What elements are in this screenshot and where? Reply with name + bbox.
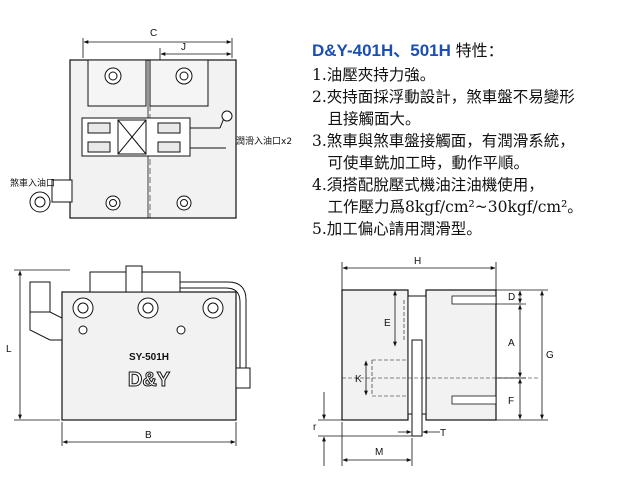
feature-line: 3.煞車與煞車盤接觸面，有潤滑系統， bbox=[312, 132, 575, 150]
feature-line: 4.須搭配脫壓式機油注油機使用， bbox=[312, 176, 544, 194]
dim-l-label: L bbox=[6, 344, 12, 355]
dim-d-label: D bbox=[508, 292, 515, 303]
dim-h-label: H bbox=[414, 256, 421, 267]
dim-k-label: K bbox=[355, 374, 362, 385]
dim-b-label: B bbox=[145, 430, 152, 441]
dim-e-label: E bbox=[384, 318, 391, 329]
dim-g-label: G bbox=[546, 350, 554, 361]
brake-inlet-label: 煞車入油口 bbox=[10, 177, 55, 189]
dim-r-label: r bbox=[313, 422, 317, 433]
top-view: C J bbox=[10, 28, 292, 219]
features-heading: 特性： bbox=[455, 41, 504, 60]
model-name: D&Y-401H、501H bbox=[312, 41, 451, 60]
dim-t-label: T bbox=[440, 428, 446, 439]
dim-a-label: A bbox=[508, 338, 515, 349]
dim-j-label: J bbox=[181, 42, 186, 53]
feature-line: 1.油壓夾持力強。 bbox=[312, 66, 436, 84]
feature-line: 工作壓力爲8kgf/cm²~30kgf/cm²。 bbox=[312, 198, 583, 216]
feature-line: 且接觸面大。 bbox=[312, 110, 421, 128]
dim-c-label: C bbox=[150, 28, 157, 39]
feature-line: 2.夾持面採浮動設計，煞車盤不易變形 bbox=[312, 88, 575, 106]
side-view: H E K D A F bbox=[313, 256, 554, 466]
dim-f-label: F bbox=[508, 396, 514, 407]
dim-m-label: M bbox=[375, 447, 383, 458]
features-list: 1.油壓夾持力強。 2.夾持面採浮動設計，煞車盤不易變形 且接觸面大。 3.煞車… bbox=[312, 64, 632, 240]
spec-title: D&Y-401H、501H 特性： bbox=[312, 36, 504, 61]
front-view: L SY-501H D&Y B bbox=[6, 265, 251, 446]
feature-line: 可使車銑加工時，動作平順。 bbox=[312, 154, 530, 172]
model-text: SY-501H bbox=[129, 352, 169, 363]
lube-inlet-label: 潤滑入油口x2 bbox=[236, 135, 292, 147]
brand-text: D&Y bbox=[128, 369, 171, 391]
feature-line: 5.加工偏心請用潤滑型。 bbox=[312, 220, 482, 238]
